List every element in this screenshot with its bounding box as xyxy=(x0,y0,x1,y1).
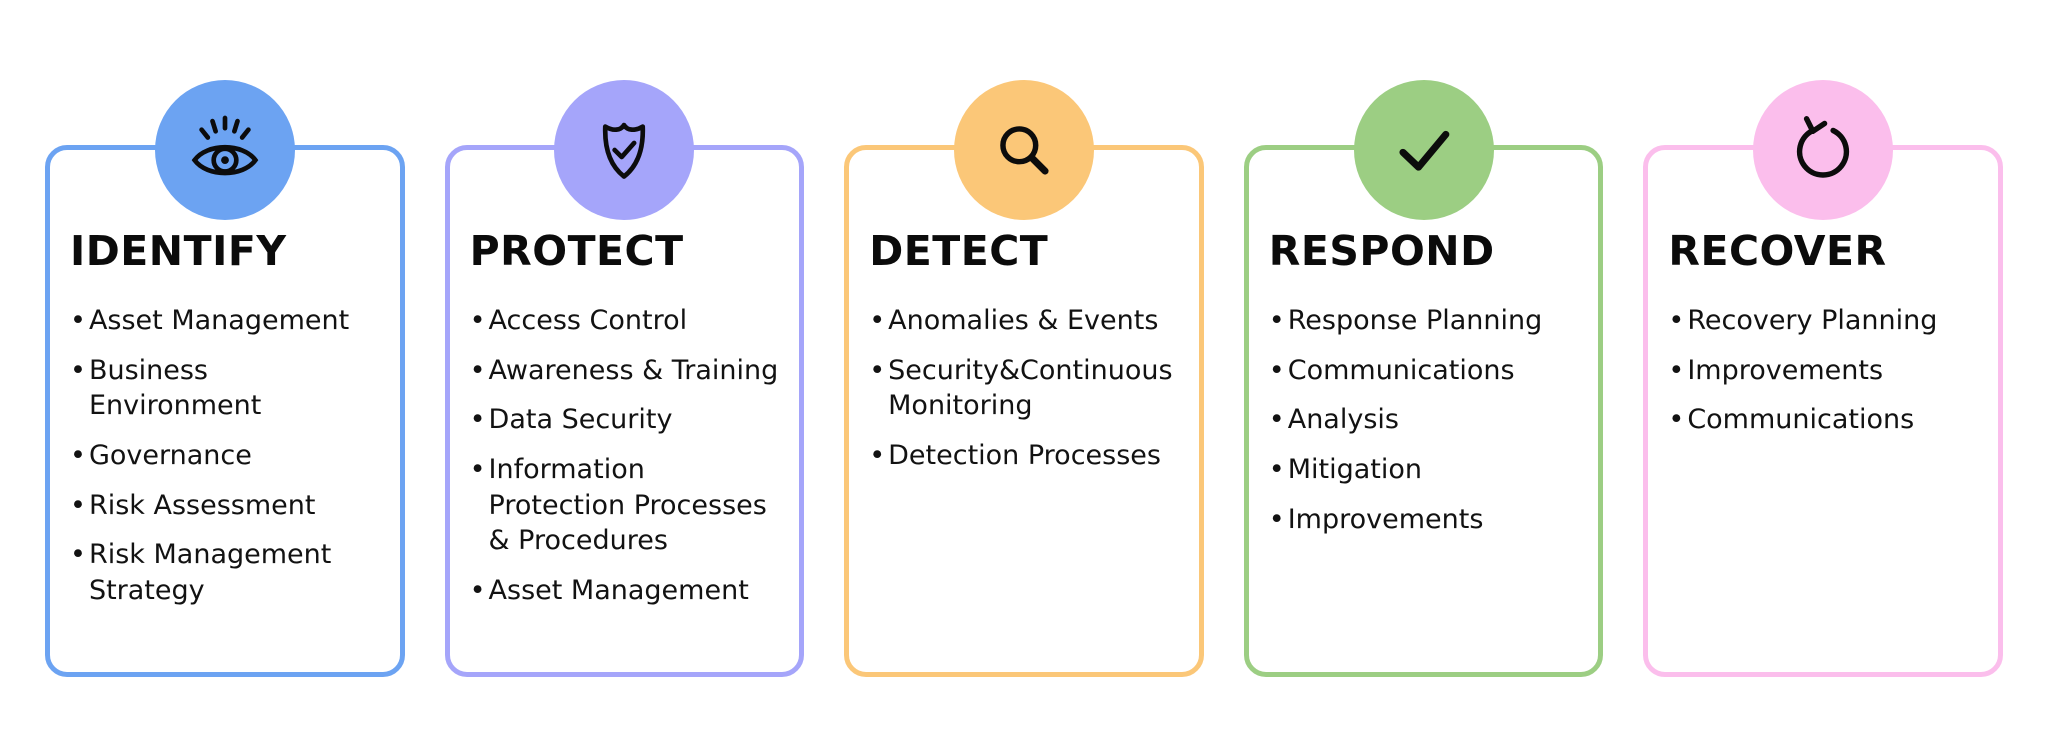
shield-check-icon xyxy=(585,111,663,189)
list-item: •Asset Management xyxy=(70,303,384,339)
bullet-marker: • xyxy=(70,305,86,337)
list-item: •Recovery Planning xyxy=(1668,303,1982,339)
card-icon-circle xyxy=(154,80,295,220)
list-item-text: Security&Continuous Monitoring xyxy=(888,354,1173,422)
card-item-list: •Response Planning•Communications•Analys… xyxy=(1269,303,1583,537)
list-item-text: Improvements xyxy=(1687,354,1884,386)
list-item: •Communications xyxy=(1668,402,1982,438)
bullet-marker: • xyxy=(469,404,486,436)
list-item-text: Improvements xyxy=(1287,503,1484,535)
card-icon-circle xyxy=(554,80,695,220)
card-icon-circle xyxy=(1753,80,1894,220)
bullet-marker: • xyxy=(469,305,486,337)
list-item-text: Communications xyxy=(1687,404,1915,436)
bullet-marker: • xyxy=(869,354,886,386)
bullet-marker: • xyxy=(469,354,486,386)
bullet-marker: • xyxy=(1268,503,1285,535)
list-item: •Improvements xyxy=(1668,353,1982,389)
bullet-marker: • xyxy=(70,539,86,571)
list-item: •Mitigation xyxy=(1269,452,1583,488)
list-item-text: Mitigation xyxy=(1287,454,1423,486)
bullet-marker: • xyxy=(1668,354,1685,386)
list-item: •Anomalies & Events xyxy=(869,303,1183,339)
list-item-text: Communications xyxy=(1287,354,1515,386)
list-item: •Awareness & Training xyxy=(470,353,784,389)
framework-card-detect: DETECT •Anomalies & Events•Security&Cont… xyxy=(844,80,1204,677)
list-item-text: Access Control xyxy=(488,305,688,337)
bullet-marker: • xyxy=(1268,305,1285,337)
list-item: •Risk Management Strategy xyxy=(70,537,384,608)
card-icon-circle xyxy=(953,80,1094,220)
list-item: •Response Planning xyxy=(1269,303,1583,339)
list-item-text: Detection Processes xyxy=(888,440,1161,472)
list-item: •Asset Management xyxy=(470,573,784,609)
list-item-text: Risk Assessment xyxy=(88,489,316,521)
list-item: •Data Security xyxy=(470,402,784,438)
eye-icon xyxy=(186,111,264,189)
list-item-text: Business Environment xyxy=(88,354,262,422)
bullet-marker: • xyxy=(469,454,486,486)
list-item: •Access Control xyxy=(470,303,784,339)
list-item-text: Information Protection Processes & Proce… xyxy=(488,454,767,557)
list-item: •Business Environment xyxy=(70,353,384,424)
bullet-marker: • xyxy=(70,440,86,472)
list-item-text: Asset Management xyxy=(488,574,749,606)
list-item-text: Response Planning xyxy=(1287,305,1543,337)
list-item-text: Awareness & Training xyxy=(488,354,779,386)
bullet-marker: • xyxy=(869,305,886,337)
framework-card-recover: RECOVER •Recovery Planning•Improvements•… xyxy=(1643,80,2003,677)
bullet-marker: • xyxy=(1268,454,1285,486)
framework-board: IDENTIFY •Asset Management•Business Envi… xyxy=(0,80,2048,677)
card-title: RESPOND xyxy=(1268,227,1495,275)
framework-card-respond: RESPOND •Response Planning•Communication… xyxy=(1243,80,1604,677)
bullet-marker: • xyxy=(1268,354,1285,386)
framework-card-identify: IDENTIFY •Asset Management•Business Envi… xyxy=(45,80,405,677)
bullet-marker: • xyxy=(869,440,886,472)
list-item-text: Recovery Planning xyxy=(1687,305,1938,337)
check-icon xyxy=(1385,111,1463,189)
card-item-list: •Asset Management•Business Environment•G… xyxy=(70,303,384,608)
list-item: •Improvements xyxy=(1269,502,1583,538)
card-item-list: •Recovery Planning•Improvements•Communic… xyxy=(1668,303,1982,438)
list-item: •Risk Assessment xyxy=(70,488,384,524)
bullet-marker: • xyxy=(70,489,86,521)
card-item-list: •Access Control•Awareness & Training•Dat… xyxy=(470,303,784,608)
card-title: PROTECT xyxy=(469,227,684,275)
bullet-marker: • xyxy=(1668,404,1685,436)
framework-card-protect: PROTECT •Access Control•Awareness & Trai… xyxy=(444,80,805,677)
list-item: •Analysis xyxy=(1269,402,1583,438)
bullet-marker: • xyxy=(469,574,486,606)
list-item: •Information Protection Processes & Proc… xyxy=(470,452,784,559)
list-item: •Detection Processes xyxy=(869,438,1183,474)
magnifier-icon xyxy=(985,111,1063,189)
list-item: •Governance xyxy=(70,438,384,474)
list-item-text: Data Security xyxy=(488,404,673,436)
bullet-marker: • xyxy=(70,354,86,386)
bullet-marker: • xyxy=(1668,305,1685,337)
list-item-text: Anomalies & Events xyxy=(888,305,1159,337)
list-item-text: Asset Management xyxy=(88,305,350,337)
list-item-text: Analysis xyxy=(1287,404,1399,436)
card-icon-circle xyxy=(1353,80,1494,220)
list-item: •Security&Continuous Monitoring xyxy=(869,353,1183,424)
card-title: IDENTIFY xyxy=(70,227,287,275)
card-title: RECOVER xyxy=(1668,227,1887,275)
card-item-list: •Anomalies & Events•Security&Continuous … xyxy=(869,303,1183,474)
card-title: DETECT xyxy=(869,227,1049,275)
list-item: •Communications xyxy=(1269,353,1583,389)
list-item-text: Governance xyxy=(88,440,252,472)
rotate-ccw-icon xyxy=(1784,111,1862,189)
bullet-marker: • xyxy=(1268,404,1285,436)
list-item-text: Risk Management Strategy xyxy=(88,539,332,606)
